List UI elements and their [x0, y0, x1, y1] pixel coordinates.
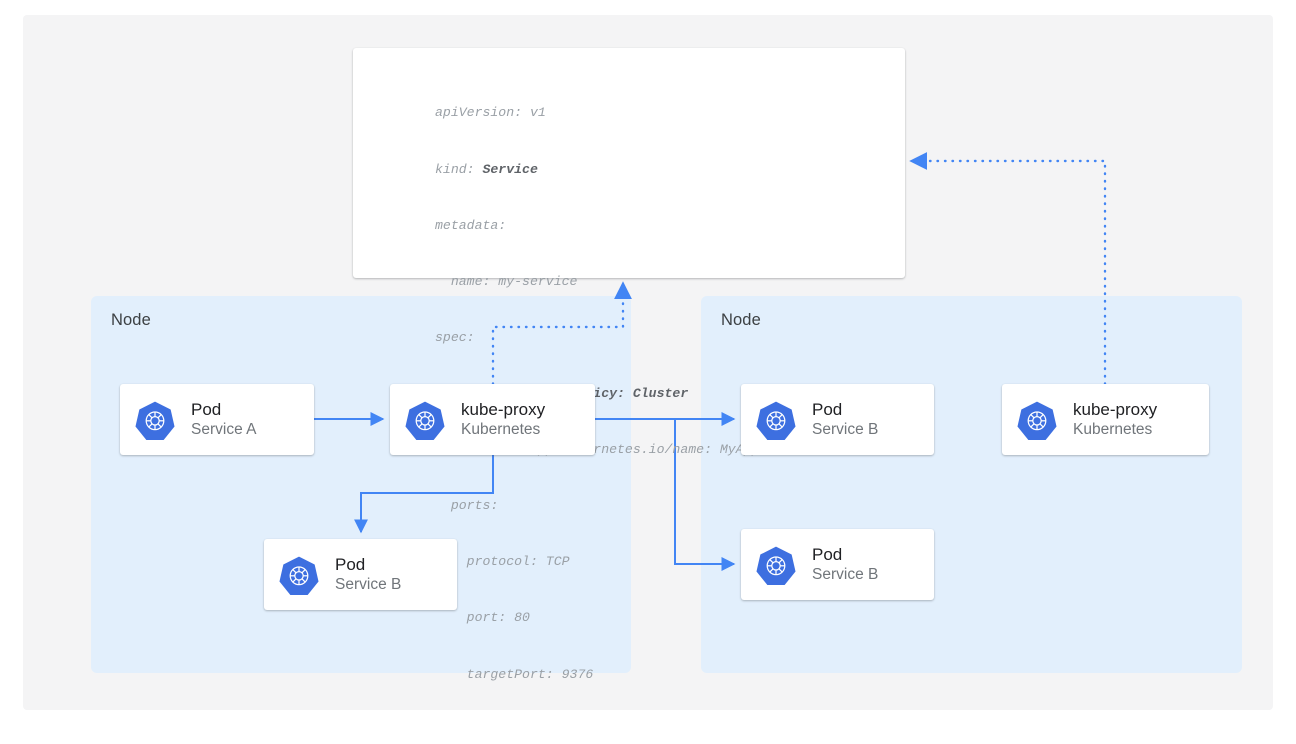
yaml-line-port: port: 80: [435, 610, 530, 626]
card-title: kube-proxy: [461, 400, 546, 420]
card-subtitle: Service A: [191, 421, 257, 439]
kubernetes-icon: [756, 545, 796, 585]
card-title: Pod: [812, 545, 843, 565]
card-subtitle: Service B: [335, 576, 402, 594]
card-subtitle: Service B: [812, 421, 879, 439]
card-title: Pod: [812, 400, 843, 420]
card-text: kube-proxy Kubernetes: [461, 399, 545, 439]
diagram-page: Node Node: [23, 15, 1273, 710]
kubernetes-icon: [1017, 400, 1057, 440]
card-text: Pod Service B: [812, 399, 878, 439]
yaml-line-name: name: my-service: [435, 273, 578, 289]
service-manifest-panel: apiVersion: v1 kind: Service metadata: n…: [353, 48, 905, 682]
card-title: Pod: [335, 555, 366, 575]
card-text: Pod Service B: [812, 544, 878, 584]
yaml-line-metadata: metadata:: [435, 217, 507, 233]
yaml-line-targetport: targetPort: 9376: [435, 666, 594, 682]
yaml-line-ports: ports:: [435, 498, 499, 514]
card-title: Pod: [191, 400, 222, 420]
kubernetes-icon: [405, 400, 445, 440]
card-pod-service-b-left[interactable]: Pod Service B: [264, 539, 457, 610]
card-subtitle: Kubernetes: [461, 421, 541, 439]
card-pod-service-b-right-bottom[interactable]: Pod Service B: [741, 529, 934, 600]
node-label-left: Node: [111, 311, 151, 329]
card-pod-service-a[interactable]: Pod Service A: [120, 384, 314, 455]
card-text: kube-proxy Kubernetes: [1073, 399, 1157, 439]
yaml-line-apiversion: apiVersion: v1: [435, 105, 546, 121]
yaml-line-kind: kind: Service: [435, 161, 538, 177]
card-subtitle: Kubernetes: [1073, 421, 1153, 439]
card-kube-proxy-left[interactable]: kube-proxy Kubernetes: [390, 384, 595, 455]
yaml-line-protocol: - protocol: TCP: [435, 554, 570, 570]
diagram-canvas: Node Node: [23, 15, 1273, 710]
card-pod-service-b-right-top[interactable]: Pod Service B: [741, 384, 934, 455]
yaml-line-spec: spec:: [435, 329, 475, 345]
card-text: Pod Service A: [191, 399, 256, 439]
kubernetes-icon: [279, 555, 319, 595]
card-subtitle: Service B: [812, 566, 879, 584]
node-container-right: Node: [701, 296, 1242, 673]
node-label-right: Node: [721, 311, 761, 329]
card-title: kube-proxy: [1073, 400, 1158, 420]
card-text: Pod Service B: [335, 554, 401, 594]
kubernetes-icon: [135, 400, 175, 440]
kubernetes-icon: [756, 400, 796, 440]
card-kube-proxy-right[interactable]: kube-proxy Kubernetes: [1002, 384, 1209, 455]
